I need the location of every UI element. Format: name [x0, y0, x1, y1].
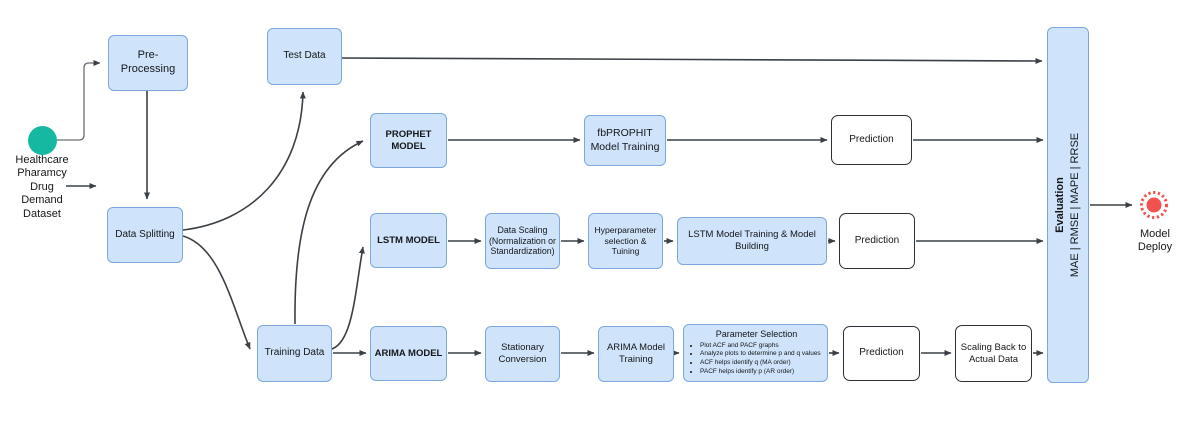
edge-trainingdata-to-prophet	[294, 140, 364, 325]
node-evaluation	[1047, 27, 1089, 383]
node-arima-model: ARIMA MODEL	[370, 326, 447, 381]
node-fbprophit-training: fbPROPHIT Model Training	[584, 115, 666, 166]
edge-datasplitting-to-testdata	[182, 91, 306, 231]
node-hyperparameter: Hyperparameter selection & Tuining	[588, 213, 663, 269]
node-parameter-selection: Parameter Selection Plot ACF and PACF gr…	[683, 324, 828, 382]
node-test-data: Test Data	[267, 28, 342, 85]
node-prophet-model: PROPHET MODEL	[370, 113, 447, 168]
node-pre-processing: Pre-Processing	[108, 35, 188, 91]
model-deploy-label: Model Deploy	[1137, 228, 1173, 254]
node-scaling-back: Scaling Back to Actual Data	[955, 325, 1032, 382]
node-data-splitting: Data Splitting	[107, 207, 183, 263]
node-prediction-prophet: Prediction	[831, 115, 912, 165]
deploy-inner-dot	[1146, 197, 1162, 213]
edge-datasplitting-to-trainingdata	[182, 235, 251, 350]
node-stationary-conversion: Stationary Conversion	[485, 326, 560, 382]
parameter-selection-bullet: Plot ACF and PACF graphs	[700, 342, 823, 351]
edge-trainingdata-to-lstm	[331, 246, 365, 350]
node-prediction-arima: Prediction	[843, 326, 920, 381]
dataset-label: Healthcare Pharamcy Drug Demand Dataset	[15, 154, 69, 220]
node-data-scaling: Data Scaling (Normalization or Standardi…	[485, 213, 560, 269]
parameter-selection-bullet: PACF helps identify p (AR order)	[700, 368, 823, 377]
parameter-selection-list: Plot ACF and PACF graphs Analyze plots t…	[690, 342, 823, 377]
node-prediction-lstm: Prediction	[839, 213, 915, 269]
dataset-start-node	[28, 126, 57, 155]
edge-testdata-to-evaluation	[341, 57, 1043, 64]
node-lstm-training: LSTM Model Training & Model Building	[677, 217, 827, 265]
node-lstm-model: LSTM MODEL	[370, 213, 447, 268]
model-deploy-node	[1140, 191, 1168, 219]
edge-dataset-to-preprocessing	[57, 60, 101, 141]
node-training-data: Training Data	[257, 325, 332, 382]
deploy-dashed-ring	[1140, 191, 1168, 219]
node-arima-training: ARIMA Model Training	[598, 326, 674, 382]
parameter-selection-title: Parameter Selection	[715, 329, 798, 340]
parameter-selection-bullet: Analyze plots to determine p and q value…	[700, 350, 823, 359]
parameter-selection-bullet: ACF helps identify q (MA order)	[700, 359, 823, 368]
